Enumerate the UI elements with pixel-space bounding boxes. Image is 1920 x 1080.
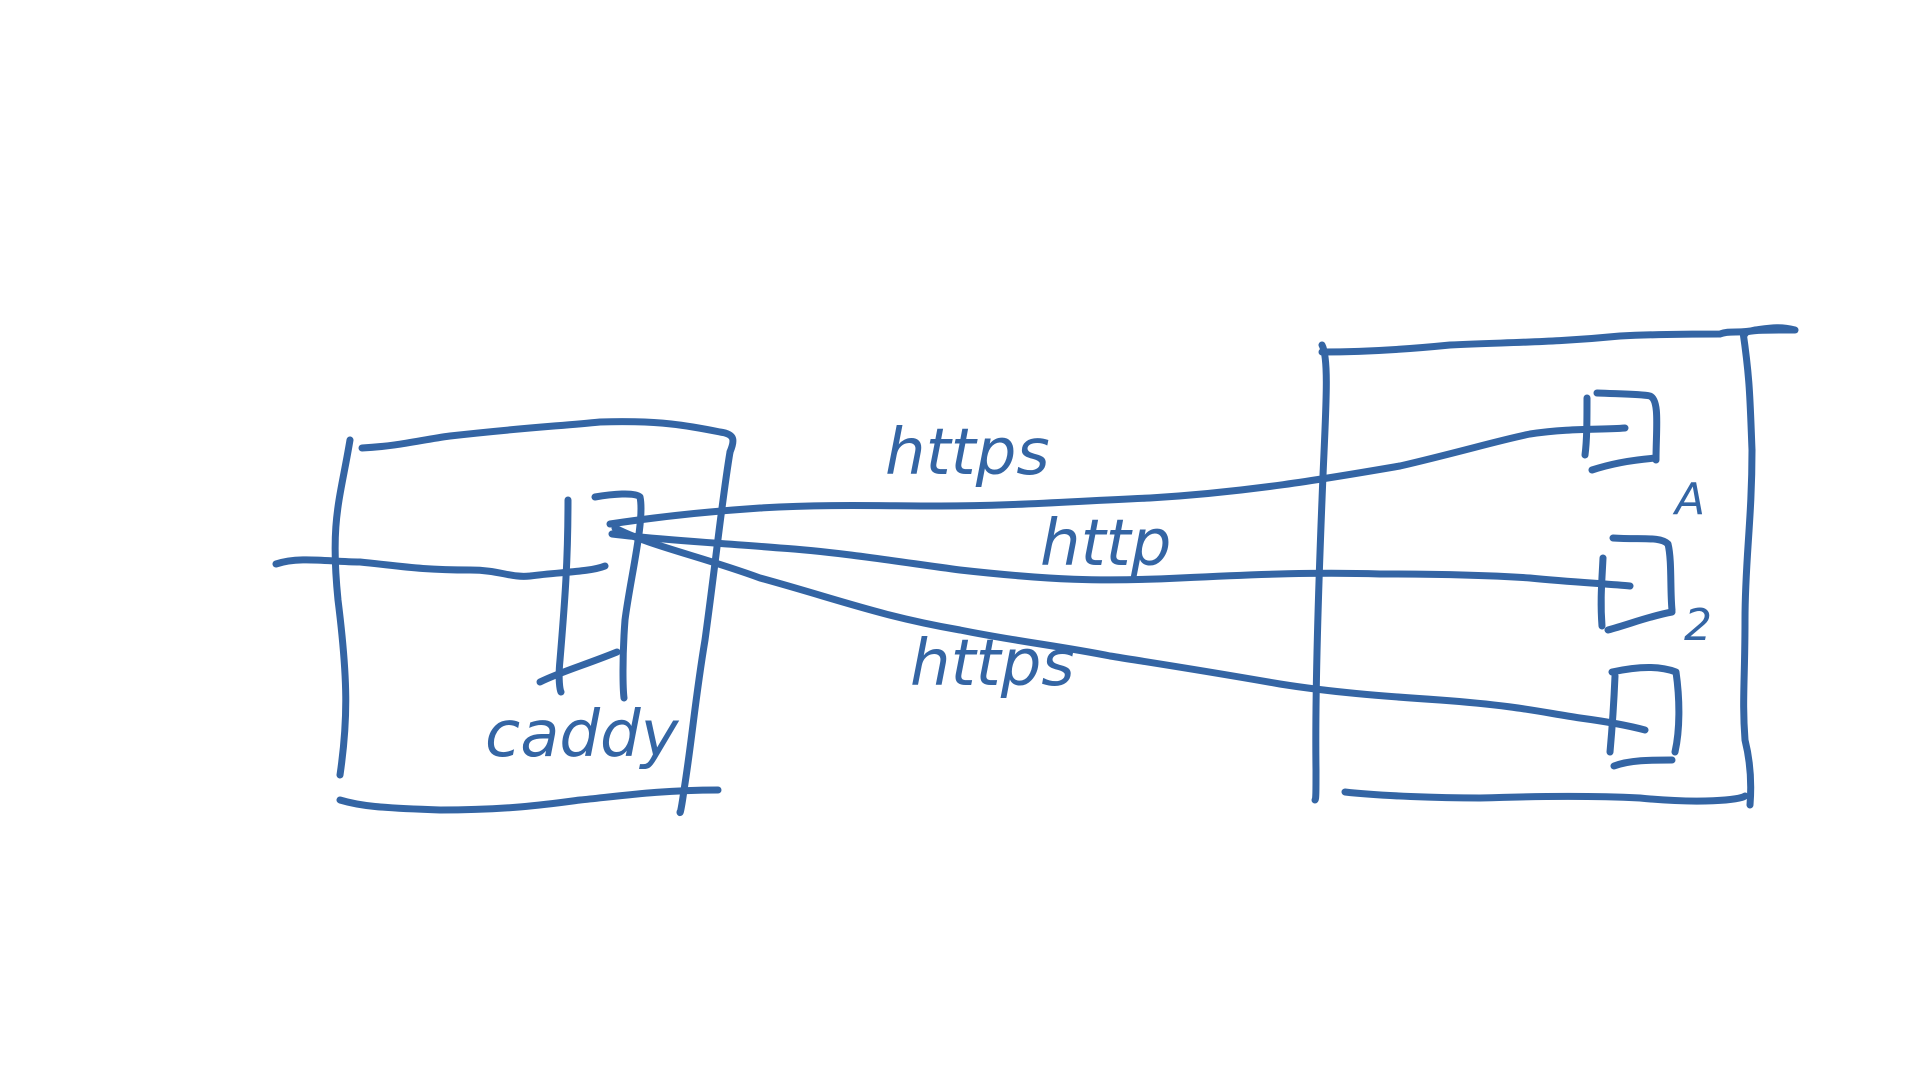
right-host-box xyxy=(1311,324,1799,809)
service-box-3 xyxy=(1606,664,1683,770)
proxy-box xyxy=(536,490,645,702)
label-service-2: 2 xyxy=(1684,600,1712,651)
link-middle xyxy=(608,530,1634,590)
left-server-box xyxy=(331,418,737,817)
label-http-middle: http xyxy=(1040,507,1171,581)
label-https-bottom: https xyxy=(910,627,1075,701)
label-https-top: https xyxy=(885,416,1050,490)
incoming-connection xyxy=(272,556,609,580)
service-box-2 xyxy=(1597,534,1676,634)
link-top xyxy=(606,424,1629,528)
label-caddy: caddy xyxy=(485,698,680,772)
link-bottom xyxy=(611,524,1649,734)
label-service-1: A xyxy=(1672,474,1705,525)
service-box-1 xyxy=(1581,389,1661,474)
